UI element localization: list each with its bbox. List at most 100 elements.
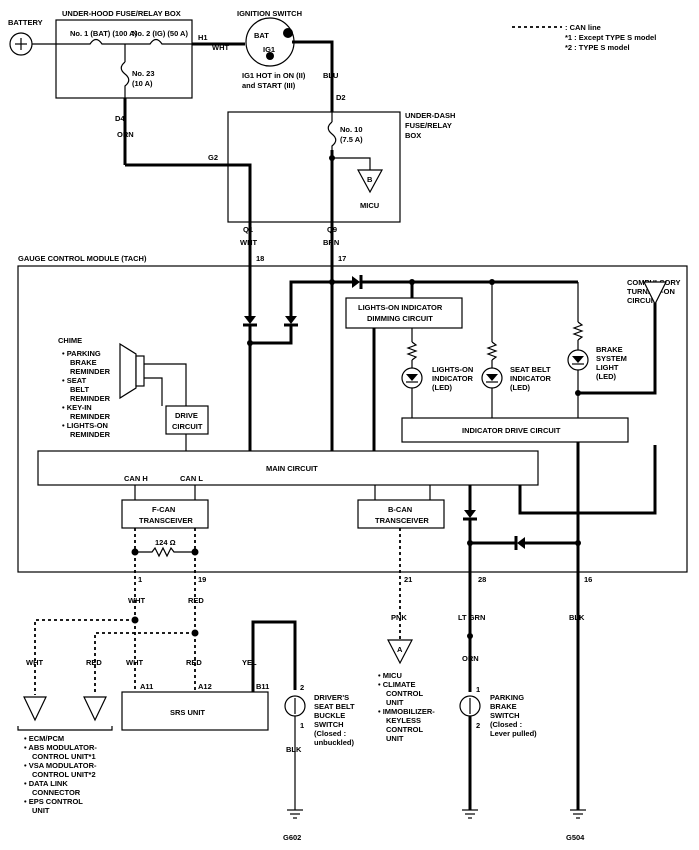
dimming-label-1: LIGHTS-ON INDICATOR [358,303,443,312]
bcan-label-2: TRANSCEIVER [375,516,429,525]
ground-g602-icon [287,809,303,819]
q1-label: Q1 [243,225,253,234]
pin17-label: 17 [338,254,346,263]
micu-item-0: • MICU [378,671,402,680]
red-label-right: RED [186,658,202,667]
diode-3 [352,276,360,288]
lights-on-led-icon [401,367,423,389]
lights-on-label-1: LIGHTS-ON [432,365,473,374]
blk-label-1: BLK [286,745,302,754]
chime-item-7: REMINDER [70,412,111,421]
blu-label: BLU [323,71,338,80]
ecm-item-4: CONTROL UNIT*2 [32,770,96,779]
fuse23-label-b: (10 A) [132,79,153,88]
lights-on-label-2: INDICATOR [432,374,474,383]
main-circuit-label: MAIN CIRCUIT [266,464,318,473]
lt-grn-label: LT GRN [458,613,485,622]
legend-note1: *1 : Except TYPE S model [565,33,656,42]
chime-speaker-icon [119,342,145,400]
connector-a-label: A [397,645,403,654]
resistor-seat-belt [486,341,498,361]
chime-item-9: REMINDER [70,430,111,439]
wht-label-left: WHT [26,658,43,667]
driver-label-1: DRIVER'S [314,693,349,702]
diode-2 [285,316,297,324]
wht-label-q1: WHT [240,238,257,247]
resistor-lights-on [406,341,418,361]
yel-label: YEL [242,658,257,667]
dimming-label-2: DIMMING CIRCUIT [367,314,433,323]
pin21-label: 21 [404,575,412,584]
red-label-left: RED [86,658,102,667]
ecm-item-2: CONTROL UNIT*1 [32,752,96,761]
ecm-item-3: • VSA MODULATOR- [24,761,97,770]
brake-led-icon [567,349,589,371]
ecm-item-8: UNIT [32,806,50,815]
ignition-switch-icon [245,17,295,67]
diode-1 [244,316,256,324]
ig1-hot-2: and START (III) [242,81,296,90]
underdash-label-2: FUSE/RELAY [405,121,452,130]
fuse10-icon [327,121,337,150]
sw-pin1-label: 1 [300,721,304,730]
red-label-can: RED [188,596,204,605]
chime-item-5: REMINDER [70,394,111,403]
indicator-drive-label: INDICATOR DRIVE CIRCUIT [462,426,561,435]
fuse2-label: No. 2 (IG) (50 A) [132,29,188,38]
battery-icon [9,32,33,56]
driver-label-5: (Closed : [314,729,346,738]
g602-label: G602 [283,833,301,842]
pb-pin2-label: 2 [476,721,480,730]
micu-label-top: MICU [360,201,379,210]
brake-label-2: SYSTEM [596,354,627,363]
compulsory-label-3: CIRCUIT [627,296,658,305]
pin19-label: 19 [198,575,206,584]
brn-label: BRN [323,238,339,247]
chime-item-1: BRAKE [70,358,97,367]
ground-parking-icon [462,809,478,819]
lights-on-dimming-circuit [345,297,463,329]
micu-item-4: • IMMOBILIZER- [378,707,435,716]
ecm-connector-1 [23,696,47,722]
driver-label-2: SEAT BELT [314,702,355,711]
driver-label-6: unbuckled) [314,738,355,747]
wht-label-can: WHT [128,596,145,605]
micu-item-6: CONTROL [386,725,423,734]
resistor-124 [135,546,195,558]
resistor-label: 124 Ω [155,538,176,547]
fuse10-label-b: (7.5 A) [340,135,363,144]
drive-circuit [165,405,209,435]
pin16-label: 16 [584,575,592,584]
fuse23-icon [120,61,130,98]
chime-item-8: • LIGHTS-ON [62,421,108,430]
park-label-3: SWITCH [490,711,520,720]
can-l-label: CAN L [180,474,203,483]
diode-4 [464,510,476,518]
underdash-label-3: BOX [405,131,421,140]
fcan-label-1: F-CAN [152,505,175,514]
ecm-item-0: • ECM/PCM [24,734,64,743]
a12-label: A12 [198,682,212,691]
g2-label: G2 [208,153,218,162]
resistor-brake [572,321,584,341]
ecm-bracket [17,726,113,731]
ecm-item-5: • DATA LINK [24,779,68,788]
drive-label-1: DRIVE [175,411,198,420]
fuse1-label: No. 1 (BAT) (100 A) [70,29,138,38]
wht-label-right: WHT [126,658,143,667]
chime-item-6: • KEY-IN [62,403,92,412]
wht-label-top: WHT [212,43,229,52]
indicator-drive-circuit [401,417,629,443]
connector-b-label: B [367,175,373,184]
fuse10-label-a: No. 10 [340,125,363,134]
fuse23-label-a: No. 23 [132,69,155,78]
ecm-item-7: • EPS CONTROL [24,797,83,806]
park-label-4: (Closed : [490,720,522,729]
orn-label-top: ORN [117,130,134,139]
brake-label-3: LIGHT [596,363,619,372]
chime-item-2: REMINDER [70,367,111,376]
underdash-fuse-box [227,111,401,223]
ecm-item-1: • ABS MODULATOR- [24,743,97,752]
ignition-switch-label: IGNITION SWITCH [237,9,302,18]
bat-label: BAT [254,31,269,40]
